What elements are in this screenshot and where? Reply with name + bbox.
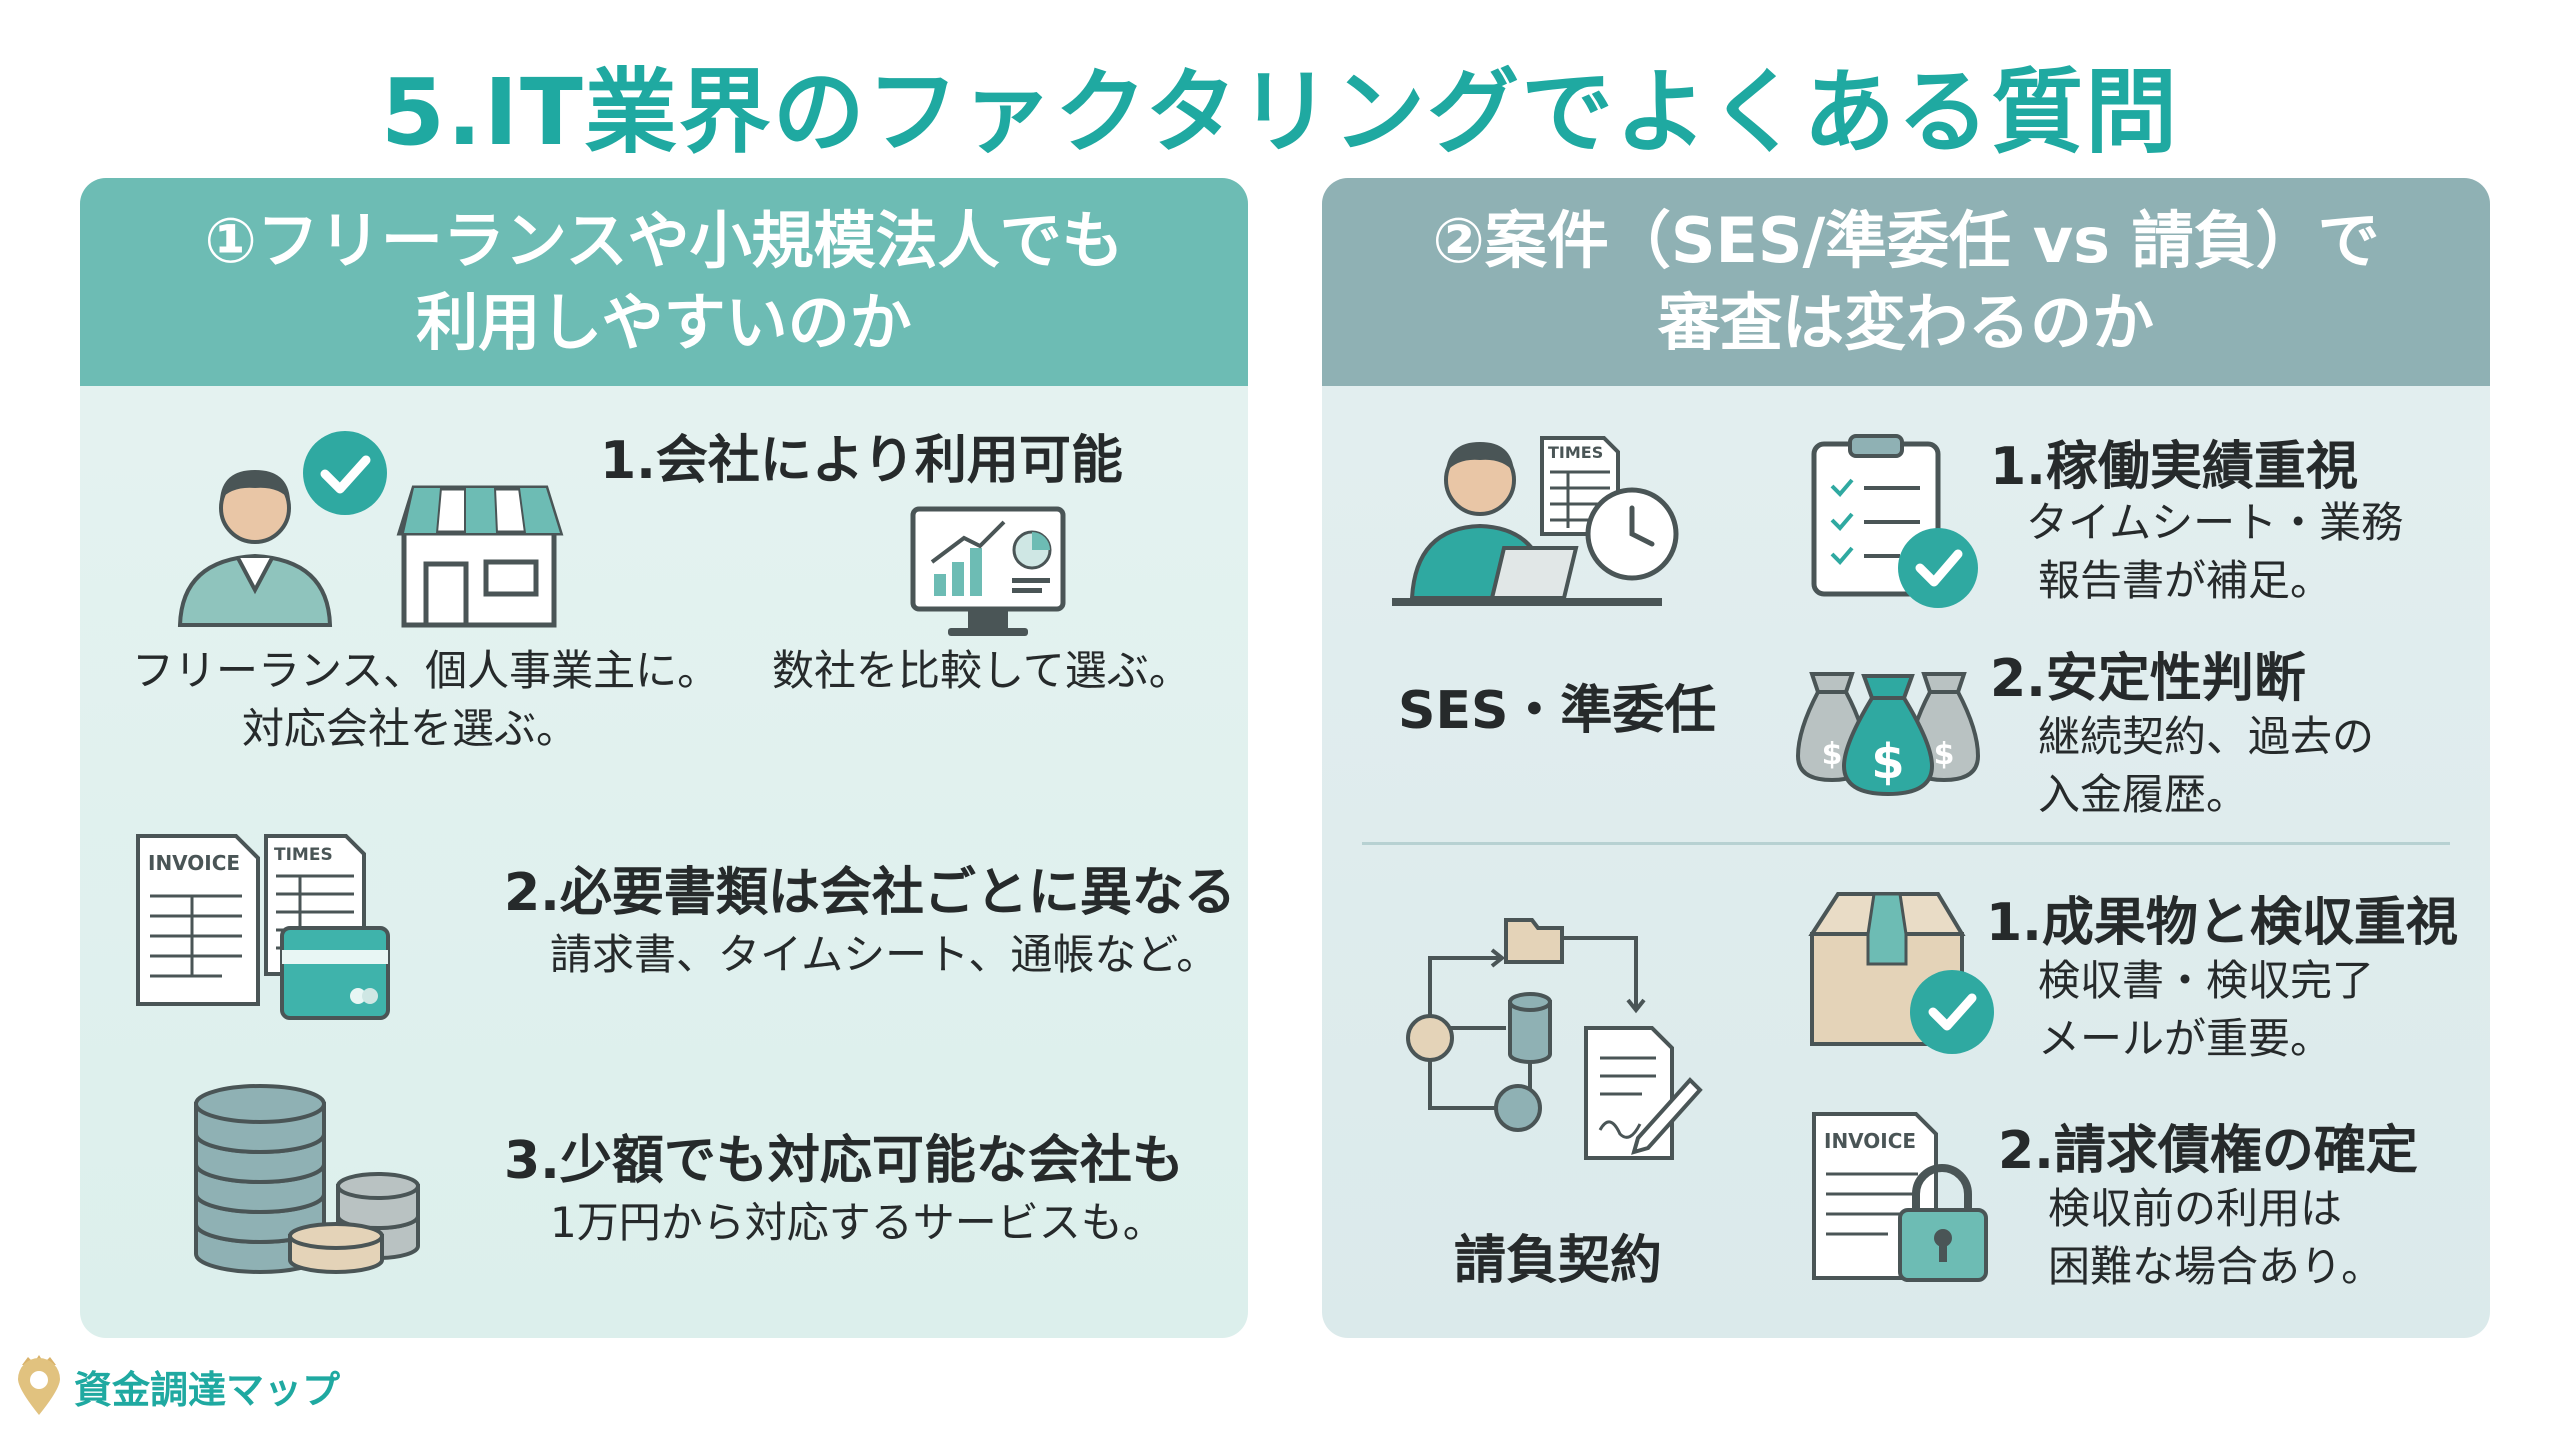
workflow-icon (1406, 918, 1703, 1160)
left-item1-caption-a-line1: フリーランス、個人事業主に。 (132, 646, 720, 695)
person-icon (177, 470, 333, 627)
svg-text:$: $ (1934, 737, 1955, 772)
ses-point1-line1: タイムシート・業務 (2026, 498, 2404, 547)
left-item1-title: 1.会社により利用可能 (600, 431, 1123, 491)
ses-point1-title: 1.稼働実績重視 (1990, 437, 2358, 497)
ses-point2-title: 2.安定性判断 (1990, 649, 2306, 709)
money-bags-icon: $ $ $ (1795, 672, 1981, 797)
brand-logo: 資金調達マップ (14, 1355, 340, 1417)
svg-text:$: $ (1871, 734, 1904, 790)
right-panel-heading: ②案件（SES/準委任 vs 請負）で 審査は変わるのか (1322, 178, 2490, 386)
ses-point1-line2: 報告書が補足。 (2038, 556, 2333, 605)
left-item1-caption-b: 数社を比較して選ぶ。 (772, 646, 1191, 695)
contract-label: 請負契約 (1454, 1231, 1663, 1291)
contract-point1-line1: 検収書・検収完了 (2038, 956, 2375, 1005)
clipboard-check-icon (1811, 434, 1978, 608)
invoice-lock-icon: INVOICE (1812, 1112, 1988, 1282)
left-item3-title: 3.少額でも対応可能な会社も (504, 1131, 1184, 1191)
documents-icon: INVOICE TIMES (136, 834, 390, 1020)
right-heading-line1: ②案件（SES/準委任 vs 請負）で (1432, 204, 2380, 277)
invoice-doc-label: INVOICE (148, 851, 240, 875)
package-check-icon (1808, 892, 1994, 1054)
brand-name: 資金調達マップ (74, 1367, 341, 1412)
map-pin-logo-icon (18, 1355, 60, 1415)
left-item1-caption-a-line2: 対応会社を選ぶ。 (242, 704, 579, 753)
left-item3-desc: 1万円から対応するサービスも。 (550, 1198, 1165, 1247)
left-panel: ①フリーランスや小規模法人でも 利用しやすいのか 1.会社により利用可能 (80, 178, 1248, 1338)
left-item2-title: 2.必要書類は会社ごとに異なる (504, 863, 1236, 923)
ses-point2-line1: 継続契約、過去の (2038, 712, 2375, 761)
left-heading-line2: 利用しやすいのか (416, 286, 912, 359)
right-heading-line2: 審査は変わるのか (1657, 286, 2154, 359)
left-heading-line1: ①フリーランスや小規模法人でも (204, 204, 1124, 277)
ses-label: SES・準委任 (1398, 681, 1717, 741)
contract-point1-line2: メールが重要。 (2038, 1014, 2333, 1063)
left-panel-heading: ①フリーランスや小規模法人でも 利用しやすいのか (80, 178, 1248, 386)
right-panel: ②案件（SES/準委任 vs 請負）で 審査は変わるのか TIMES SES・準… (1322, 178, 2490, 1338)
contract-point2-line1: 検収前の利用は (2048, 1184, 2343, 1233)
coins-icon (194, 1084, 420, 1274)
times-doc-label: TIMES (274, 845, 333, 865)
contract-point2-line2: 困難な場合あり。 (2048, 1242, 2384, 1291)
contract-point2-title: 2.請求債権の確定 (1998, 1121, 2418, 1181)
page-title: 5.IT業界のファクタリングでよくある質問 (380, 59, 2180, 166)
shop-icon (396, 485, 564, 628)
ses-point2-line2: 入金履歴。 (2038, 770, 2249, 819)
worker-laptop-icon: TIMES (1392, 436, 1679, 606)
timesheet-label: TIMES (1548, 443, 1603, 462)
contract-point1-title: 1.成果物と検収重視 (1986, 893, 2458, 953)
svg-text:$: $ (1822, 737, 1843, 772)
contract-invoice-label: INVOICE (1824, 1129, 1916, 1153)
monitor-chart-icon (910, 506, 1066, 636)
left-item2-desc: 請求書、タイムシート、通帳など。 (550, 930, 1219, 979)
check-circle-icon (303, 431, 387, 515)
section-divider (1362, 842, 2450, 845)
